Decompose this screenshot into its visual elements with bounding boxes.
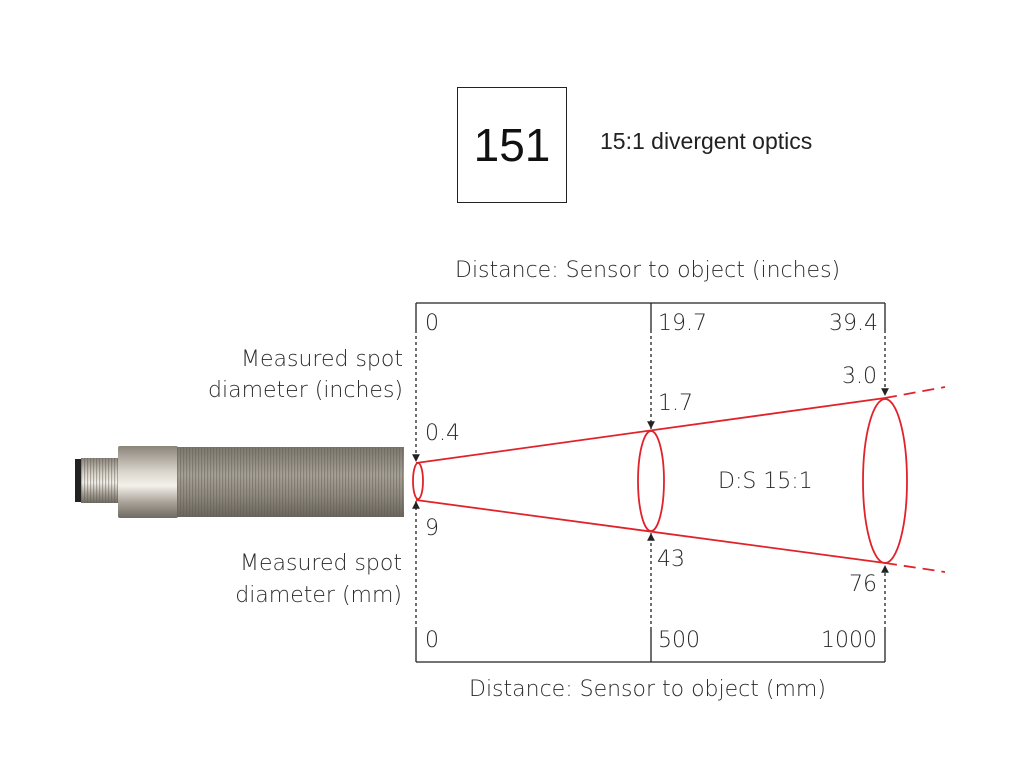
distance-frame	[412, 302, 889, 663]
distance-mm-1: 500	[658, 628, 700, 653]
spot-mm-1: 43	[657, 547, 685, 572]
distance-mm-0: 0	[425, 628, 439, 653]
spot-mm-label-2: diameter (mm)	[235, 583, 402, 608]
spot-inches-0: 0.4	[425, 421, 460, 446]
distance-mm-2: 1000	[821, 628, 877, 653]
spot-inches-2: 3.0	[842, 364, 877, 389]
bottom-axis-label: Distance: Sensor to object (mm)	[469, 677, 826, 702]
model-number-box: 151	[457, 87, 567, 203]
top-axis-label: Distance: Sensor to object (inches)	[455, 258, 841, 283]
spot-inches-label-2: diameter (inches)	[208, 378, 403, 403]
spot-ellipse-1000	[862, 398, 908, 564]
spot-ellipse-0	[412, 462, 424, 500]
spot-mm-0: 9	[425, 516, 439, 541]
spot-mm-label-1: Measured spot	[240, 551, 402, 576]
beam-cone	[412, 386, 946, 573]
optics-subtitle: 15:1 divergent optics	[600, 128, 813, 154]
distance-inches-1: 19.7	[658, 311, 707, 336]
spot-mm-2: 76	[849, 572, 877, 597]
spot-inches-label-1: Measured spot	[241, 347, 403, 372]
distance-inches-2: 39.4	[829, 311, 878, 336]
spot-inches-1: 1.7	[658, 391, 693, 416]
distance-inches-0: 0	[425, 311, 439, 336]
sensor-image	[75, 446, 404, 518]
spot-ellipse-500	[637, 430, 665, 532]
ratio-label: D:S 15:1	[718, 469, 813, 494]
